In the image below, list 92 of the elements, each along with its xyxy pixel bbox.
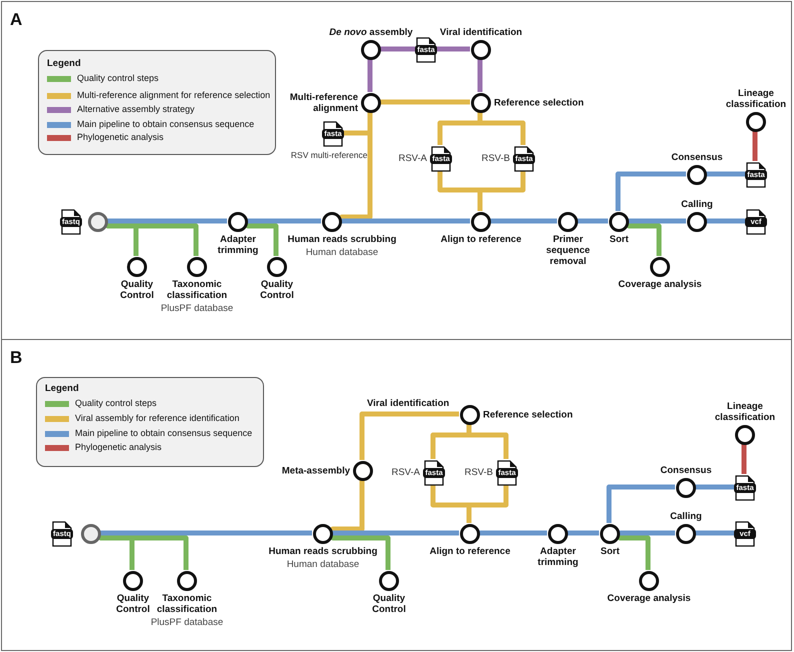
station-subtitle: PlusPF database: [150, 617, 224, 628]
station-title: Calling: [680, 199, 714, 210]
station-title: Reference selection: [483, 410, 574, 420]
transit-line: [105, 222, 198, 256]
legend-text: Phylogenetic analysis: [75, 442, 162, 452]
transit-line: [706, 172, 745, 176]
station-title: Reference selection: [494, 98, 585, 108]
transit-line: [330, 480, 364, 532]
station-title: Align to reference: [428, 546, 512, 557]
station-title: Quality Control: [259, 279, 295, 301]
transit-line: [577, 218, 608, 224]
transit-line: [619, 530, 675, 536]
transit-line: [341, 218, 470, 224]
transit-line: [479, 530, 547, 536]
file-icon: [735, 521, 755, 547]
transit-line: [360, 412, 459, 460]
transit-line: [98, 534, 188, 570]
legend-text: Viral assembly for reference identification: [75, 413, 240, 423]
file-icon: [61, 209, 81, 235]
legend-title: Legend: [45, 383, 79, 394]
transit-line: [490, 218, 557, 224]
transit-line: [380, 100, 470, 104]
station-title: Human reads scrubbing: [268, 546, 378, 557]
station-title: Quality Control: [115, 593, 151, 615]
transit-line: [100, 530, 312, 536]
station-subtitle: Human database: [286, 559, 360, 570]
station-title: Lineage classification: [714, 401, 776, 423]
transit-line: [752, 131, 758, 161]
transit-line: [368, 59, 372, 92]
file-caption: RSV-B: [481, 153, 510, 164]
start-station-circle: [88, 212, 108, 232]
transit-line: [567, 530, 599, 536]
transit-line: [478, 59, 482, 92]
file-caption: RSV-A: [398, 153, 427, 164]
file-icon: [416, 37, 436, 63]
transit-line: [247, 218, 321, 224]
legend-text: Alternative assembly strategy: [77, 104, 195, 114]
station-title: Multi-reference alignment: [288, 92, 358, 114]
file-caption: RSV multi-reference: [290, 150, 368, 160]
transit-line: [742, 444, 746, 474]
panel-letter: A: [10, 10, 22, 30]
station-title: Meta-assembly: [280, 466, 350, 476]
station-title: Lineage classification: [724, 88, 788, 110]
transit-line: [245, 222, 278, 256]
station-title: Adapter trimming: [536, 546, 580, 568]
file-icon: [735, 475, 755, 501]
transit-line: [617, 534, 650, 570]
transit-line: [330, 534, 390, 570]
file-icon: [746, 209, 766, 235]
start-station-circle: [81, 524, 101, 544]
file-caption: RSV-B: [464, 467, 493, 478]
station-title: Sort: [600, 546, 620, 557]
station-title: Taxonomic classification: [166, 279, 228, 301]
legend-text: Quality control steps: [75, 398, 157, 408]
transit-line: [695, 484, 734, 490]
station-title: Align to reference: [440, 234, 522, 245]
transit-line: [107, 218, 227, 224]
station-subtitle: Human database: [304, 247, 380, 258]
edge-label: Viral identification: [367, 398, 450, 409]
legend-text: Main pipeline to obtain consensus sequence: [77, 119, 254, 129]
station-title: Coverage analysis: [617, 279, 703, 290]
station-title: Primer sequence removal: [545, 234, 591, 267]
legend-text: Multi-reference alignment for reference selection: [77, 90, 270, 100]
legend-title: Legend: [47, 58, 81, 69]
transit-line: [435, 46, 470, 52]
transit-line: [695, 530, 734, 536]
station-title: Quality Control: [371, 593, 407, 615]
legend-text: Phylogenetic analysis: [77, 132, 164, 142]
legend-text: Quality control steps: [77, 73, 159, 83]
station-title: Coverage analysis: [606, 593, 692, 604]
station-title: Calling: [669, 511, 703, 522]
transit-line: [616, 172, 686, 211]
panel-letter: B: [10, 348, 22, 368]
file-icon: [746, 162, 766, 188]
transit-line: [606, 484, 675, 523]
station-title: Consensus: [670, 152, 724, 163]
station-title: Adapter trimming: [216, 234, 260, 256]
station-title: Sort: [608, 234, 630, 245]
transit-line: [380, 46, 415, 52]
transit-line: [332, 530, 459, 536]
transit-line: [626, 222, 662, 256]
transit-line: [628, 218, 686, 224]
station-title: Consensus: [659, 465, 713, 476]
file-caption: RSV-A: [391, 467, 420, 478]
legend-text: Main pipeline to obtain consensus sequence: [75, 428, 252, 438]
station-title: Viral identification: [438, 27, 524, 38]
file-icon: [52, 521, 72, 547]
station-title: Quality Control: [119, 279, 155, 301]
station-subtitle: PlusPF database: [160, 303, 234, 314]
station-title: Human reads scrubbing: [286, 234, 398, 245]
station-title: De novo assembly: [328, 27, 414, 38]
transit-line: [706, 218, 745, 224]
